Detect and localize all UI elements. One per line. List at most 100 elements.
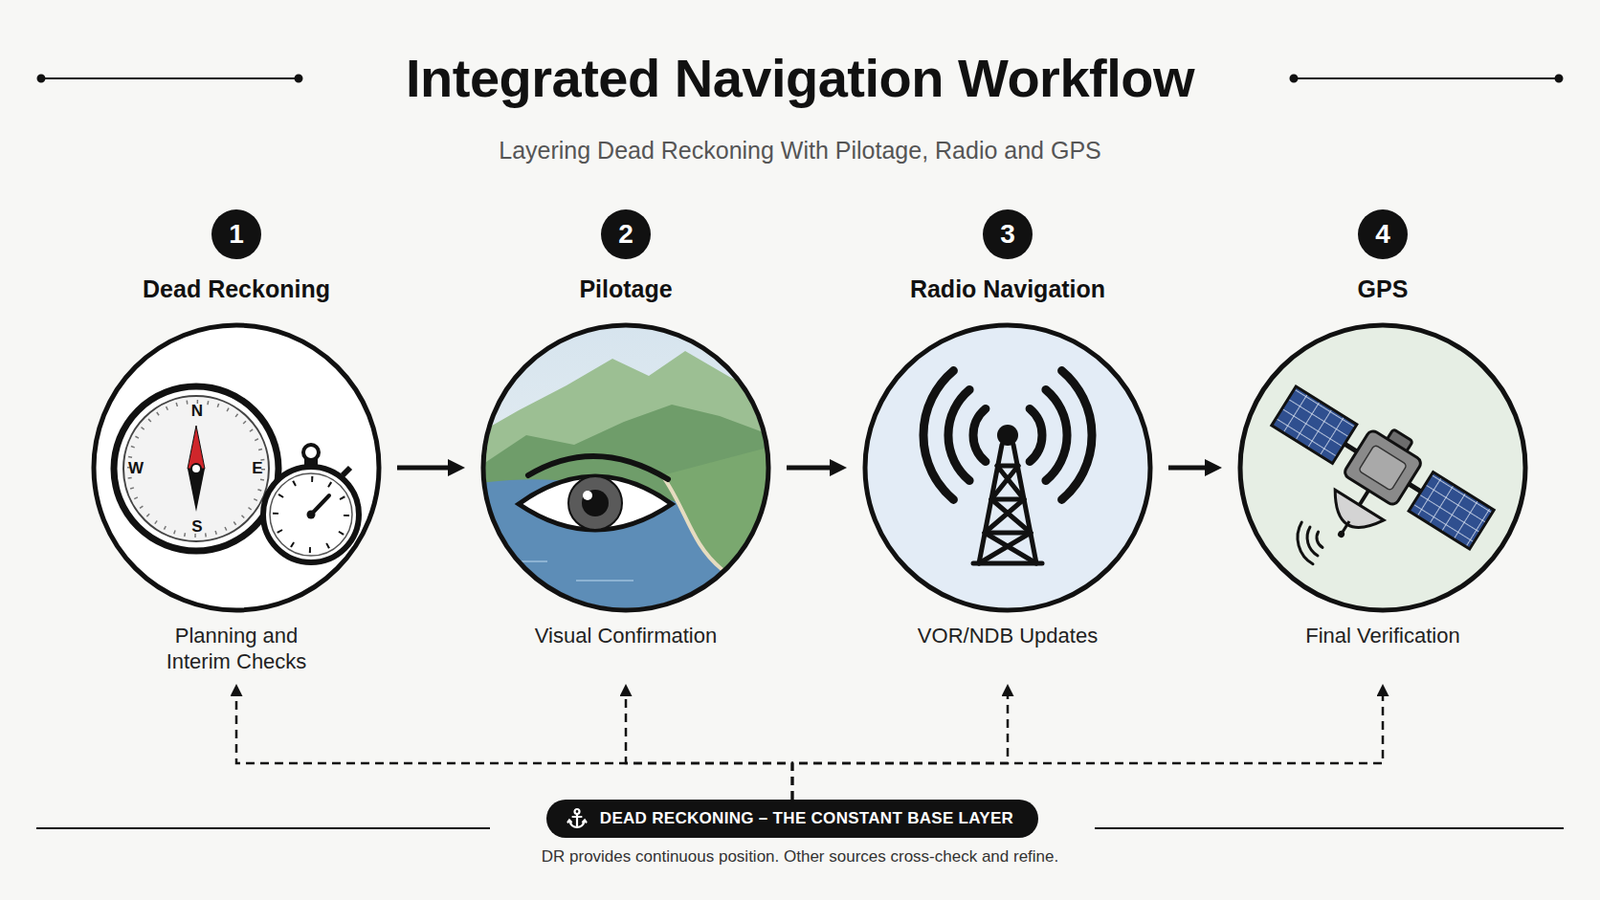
art-rect: [1271, 386, 1357, 464]
art-path: [1045, 390, 1067, 482]
feedback-arrow: [792, 693, 1383, 800]
callout-number: 2: [600, 209, 651, 260]
banner-text: DEAD RECKONING – THE CONSTANT BASE LAYER: [600, 809, 1014, 829]
art-circle: [93, 325, 379, 611]
step-circle: [862, 322, 1154, 614]
step-description: VOR/NDB Updates: [854, 622, 1161, 675]
art-line: [991, 466, 1019, 500]
art-polygon: [187, 425, 205, 469]
art-line: [1094, 827, 1564, 830]
art-circle: [582, 490, 593, 501]
art-circle: [38, 75, 45, 83]
flow-arrow: [397, 466, 452, 471]
art-path: [923, 371, 954, 501]
step-node: 2Pilotage Visual Confirmation: [463, 209, 789, 675]
art-circle: [1290, 75, 1298, 83]
art-circle: [263, 466, 359, 563]
callout-number: 3: [982, 209, 1033, 260]
step-node: 3Radio Navigation VOR/NDB Updates: [844, 209, 1171, 675]
compass-letter: E: [251, 459, 263, 479]
signal-waves: [1297, 522, 1323, 565]
art-path: [1062, 371, 1092, 501]
art-line: [572, 816, 581, 819]
art-rect: [1358, 444, 1408, 491]
compass-symbol: [113, 386, 279, 552]
art-path: [499, 561, 634, 596]
feedback-arrow: [792, 693, 1008, 800]
art-rect: [1408, 472, 1494, 550]
step-heading: Radio Navigation: [910, 274, 1106, 304]
stopwatch-symbol: [263, 444, 359, 563]
art-line: [997, 466, 1024, 500]
art-circle: [303, 444, 319, 461]
art-path: [1316, 532, 1323, 548]
base-layer-banner: DEAD RECKONING – THE CONSTANT BASE LAYER: [546, 800, 1039, 839]
compass-letter: S: [191, 517, 202, 537]
art-path: [1029, 408, 1043, 462]
art-line: [41, 77, 299, 80]
art-circle: [581, 489, 609, 517]
art-circle: [997, 424, 1019, 446]
art-circle: [191, 464, 201, 474]
callout-number: 1: [211, 209, 262, 260]
art-line: [1293, 77, 1559, 80]
art-line: [984, 499, 1024, 534]
anchor-icon: [565, 807, 589, 831]
art-circle: [113, 386, 279, 552]
art-path: [1297, 522, 1313, 565]
art-path: [973, 408, 986, 462]
art-circle: [275, 479, 347, 551]
art-rect: [480, 322, 772, 614]
art-path: [662, 475, 772, 606]
satellite-illustration: [1237, 322, 1529, 614]
footer-caption: DR provides continuous position. Other s…: [0, 845, 1600, 869]
step-description: Final Verification: [1229, 622, 1536, 675]
art-path: [518, 476, 672, 531]
art-circle: [1240, 325, 1526, 611]
step-circle: [1237, 322, 1529, 614]
step-node: 4GPS Final Verification: [1220, 209, 1546, 675]
step-heading: GPS: [1357, 274, 1409, 304]
art-circle: [1555, 75, 1563, 83]
step-description: Planning and Interim Checks: [153, 622, 321, 675]
radio-tower-illustration: [862, 322, 1154, 614]
signal-waves: [923, 371, 1092, 501]
art-polygon: [187, 468, 205, 512]
art-g: [567, 809, 586, 828]
art-line: [991, 499, 1031, 534]
art-line: [1359, 490, 1370, 506]
art-path: [567, 821, 572, 823]
step-circle: [480, 322, 772, 614]
art-circle: [269, 473, 353, 556]
art-path: [1307, 527, 1318, 556]
tower-symbol: [973, 444, 1043, 564]
step-heading: Dead Reckoning: [142, 274, 331, 304]
art-circle: [295, 75, 303, 83]
art-circle: [129, 401, 264, 536]
art-circle: [123, 396, 269, 542]
step-description: Visual Confirmation: [472, 622, 779, 675]
landscape: [480, 322, 772, 614]
step-heading: Pilotage: [578, 274, 672, 304]
compass-letter: W: [128, 459, 144, 479]
art-circle: [568, 476, 623, 531]
flow-arrow: [786, 466, 834, 471]
compass-letter: N: [191, 401, 203, 422]
flow-arrow: [1168, 466, 1209, 471]
art-circle: [307, 511, 316, 520]
landscape-eye-illustration: [480, 322, 772, 614]
callout-number: 4: [1357, 209, 1408, 260]
art-path: [948, 390, 970, 482]
subtitle: Layering Dead Reckoning With Pilotage, R…: [498, 136, 1102, 165]
step-node: 1Dead Reckoning Planning and Interim Che…: [73, 209, 400, 675]
art-circle: [483, 325, 769, 611]
art-path: [582, 821, 587, 823]
page-title: Integrated Navigation Workflow: [0, 44, 1600, 112]
art-path: [1322, 489, 1384, 540]
art-line: [1342, 521, 1350, 534]
feedback-arrow: [625, 693, 793, 800]
art-line: [984, 533, 1037, 564]
art-line: [978, 533, 1031, 564]
satellite-symbol: [1240, 373, 1502, 600]
